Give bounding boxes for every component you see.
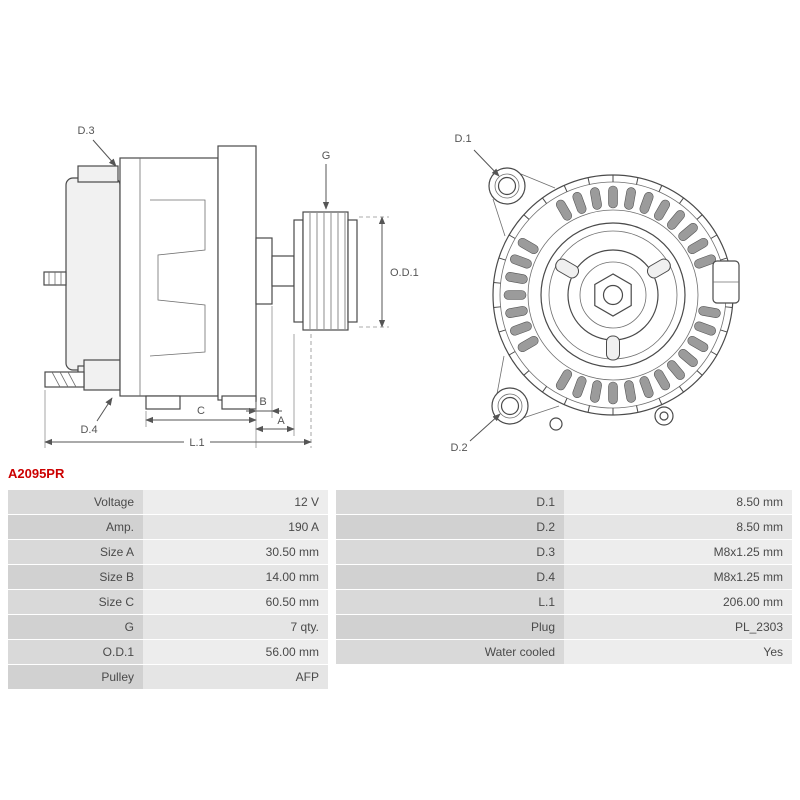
spec-label <box>336 665 564 689</box>
table-column-gap <box>328 615 336 639</box>
dim-label-c: C <box>197 405 205 417</box>
table-column-gap <box>328 515 336 539</box>
side-view-body <box>43 145 358 410</box>
table-row: O.D.1 56.00 mm Water cooled Yes <box>8 640 792 664</box>
spec-label: Size C <box>8 590 143 614</box>
table-row: G 7 qty. Plug PL_2303 <box>8 615 792 639</box>
product-code: A2095PR <box>8 466 65 481</box>
front-view-body <box>488 167 740 431</box>
spec-value: 206.00 mm <box>564 590 792 614</box>
spec-label: Plug <box>336 615 564 639</box>
table-row: Voltage 12 V D.1 8.50 mm <box>8 490 792 514</box>
spec-label: Voltage <box>8 490 143 514</box>
table-row: Size B 14.00 mm D.4 M8x1.25 mm <box>8 565 792 589</box>
spec-label: D.4 <box>336 565 564 589</box>
mounting-ear-top-left <box>488 167 556 237</box>
spec-value: 190 A <box>143 515 328 539</box>
table-row: Pulley AFP <box>8 665 792 689</box>
plug-tab <box>712 260 740 304</box>
pulley-front <box>540 222 686 368</box>
dim-label-d1: D.1 <box>454 133 471 145</box>
dim-label-od1: O.D.1 <box>390 267 419 279</box>
spec-label: D.2 <box>336 515 564 539</box>
dim-label-b: B <box>259 396 266 408</box>
dim-label-d3: D.3 <box>77 125 94 137</box>
spec-value: AFP <box>143 665 328 689</box>
spec-label: D.3 <box>336 540 564 564</box>
spec-label: O.D.1 <box>8 640 143 664</box>
table-column-gap <box>328 590 336 614</box>
dim-label-d2: D.2 <box>450 442 467 454</box>
spec-label: Size B <box>8 565 143 589</box>
table-column-gap <box>328 640 336 664</box>
table-column-gap <box>328 540 336 564</box>
dim-label-a: A <box>277 415 285 427</box>
spec-value: 12 V <box>143 490 328 514</box>
spec-value: 30.50 mm <box>143 540 328 564</box>
spec-label: Size A <box>8 540 143 564</box>
technical-drawings: C B A L.1 O.D.1 G D.3 D.4 <box>43 125 740 454</box>
dim-label-l1: L.1 <box>189 437 204 449</box>
table-column-gap <box>328 490 336 514</box>
spec-value: 8.50 mm <box>564 490 792 514</box>
spec-value: 60.50 mm <box>143 590 328 614</box>
mounting-ear-bottom-left <box>491 355 563 431</box>
table-row: Size C 60.50 mm L.1 206.00 mm <box>8 590 792 614</box>
spec-value: PL_2303 <box>564 615 792 639</box>
spec-label: Amp. <box>8 515 143 539</box>
front-view-dimensions: D.1 D.2 <box>450 133 501 454</box>
mounting-foot-bottom-right <box>654 406 674 426</box>
spec-label: G <box>8 615 143 639</box>
table-row: Amp. 190 A D.2 8.50 mm <box>8 515 792 539</box>
spec-table: Voltage 12 V D.1 8.50 mm Amp. 190 A D.2 … <box>8 490 792 690</box>
dim-label-d4: D.4 <box>80 424 97 436</box>
spec-value <box>564 665 792 689</box>
side-view-dimensions: C B A L.1 O.D.1 G D.3 D.4 <box>44 125 419 449</box>
spec-value: 56.00 mm <box>143 640 328 664</box>
spec-value: M8x1.25 mm <box>564 540 792 564</box>
spec-value: 7 qty. <box>143 615 328 639</box>
spec-label: D.1 <box>336 490 564 514</box>
table-column-gap <box>328 565 336 589</box>
spec-value: 14.00 mm <box>143 565 328 589</box>
spec-value: 8.50 mm <box>564 515 792 539</box>
spec-value: Yes <box>564 640 792 664</box>
table-row: Size A 30.50 mm D.3 M8x1.25 mm <box>8 540 792 564</box>
spec-value: M8x1.25 mm <box>564 565 792 589</box>
dim-label-g: G <box>322 150 331 162</box>
spec-label: L.1 <box>336 590 564 614</box>
spec-label: Pulley <box>8 665 143 689</box>
spec-label: Water cooled <box>336 640 564 664</box>
table-column-gap <box>328 665 336 689</box>
